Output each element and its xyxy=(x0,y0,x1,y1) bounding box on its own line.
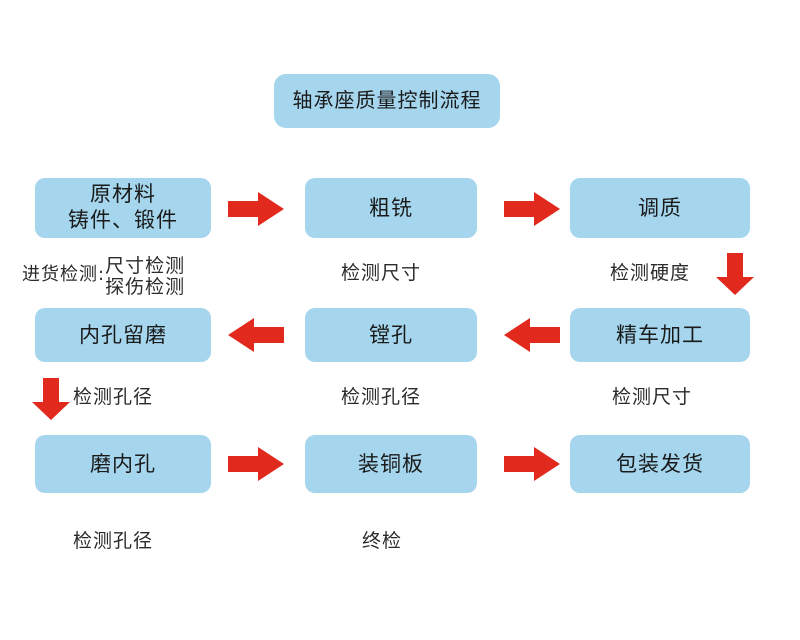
caption-check-dimension-r1: 检测尺寸 xyxy=(341,262,422,284)
arrow-right-icon xyxy=(504,192,560,226)
process-box-rough-milling[interactable]: 粗铣 xyxy=(305,178,477,238)
flowchart-title-box: 轴承座质量控制流程 xyxy=(274,74,500,128)
arrow-left-icon xyxy=(504,318,560,352)
process-box-label: 精车加工 xyxy=(616,322,704,347)
process-box-label: 装铜板 xyxy=(358,451,424,476)
caption-incoming-items: 尺寸检测 探伤检测 xyxy=(105,255,186,299)
arrow-right-icon xyxy=(228,447,284,481)
process-box-boring[interactable]: 镗孔 xyxy=(305,308,477,362)
process-box-raw-material[interactable]: 原材料 铸件、锻件 xyxy=(35,178,211,238)
process-box-pack-ship[interactable]: 包装发货 xyxy=(570,435,750,493)
caption-check-hardness-r1: 检测硬度 xyxy=(610,262,691,284)
caption-check-bore-diameter-r2c1: 检测孔径 xyxy=(73,386,154,408)
process-box-bore-reserve-grind[interactable]: 内孔留磨 xyxy=(35,308,211,362)
caption-incoming-inspection: 进货检测: 尺寸检测 探伤检测 xyxy=(22,255,186,299)
caption-final-inspection-r3c2: 终检 xyxy=(362,530,403,552)
arrow-right-icon xyxy=(504,447,560,481)
process-label-line1: 原材料 xyxy=(90,182,156,207)
process-box-label: 原材料 铸件、锻件 xyxy=(68,182,178,233)
page-title: 轴承座质量控制流程 xyxy=(292,88,482,113)
caption-check-dimension-r2c3: 检测尺寸 xyxy=(612,386,693,408)
process-box-install-copper-plate[interactable]: 装铜板 xyxy=(305,435,477,493)
process-label-line2: 铸件、锻件 xyxy=(68,208,178,232)
process-box-label: 镗孔 xyxy=(369,322,413,347)
process-box-label: 包装发货 xyxy=(616,451,704,476)
arrow-down-icon xyxy=(32,378,70,420)
process-box-label: 内孔留磨 xyxy=(79,322,167,347)
caption-incoming-lead: 进货检测: xyxy=(22,264,106,285)
caption-incoming-line1: 尺寸检测 xyxy=(105,255,186,277)
process-box-grind-bore[interactable]: 磨内孔 xyxy=(35,435,211,493)
process-box-finish-turning[interactable]: 精车加工 xyxy=(570,308,750,362)
caption-incoming-line2: 探伤检测 xyxy=(105,276,186,299)
arrow-down-icon xyxy=(716,253,754,295)
arrow-left-icon xyxy=(228,318,284,352)
process-box-quench-temper[interactable]: 调质 xyxy=(570,178,750,238)
process-box-label: 磨内孔 xyxy=(90,451,156,476)
caption-check-bore-diameter-r3c1: 检测孔径 xyxy=(73,530,154,552)
arrow-right-icon xyxy=(228,192,284,226)
process-box-label: 调质 xyxy=(638,195,682,220)
caption-check-bore-diameter-r2c2: 检测孔径 xyxy=(341,386,422,408)
process-box-label: 粗铣 xyxy=(369,195,413,220)
